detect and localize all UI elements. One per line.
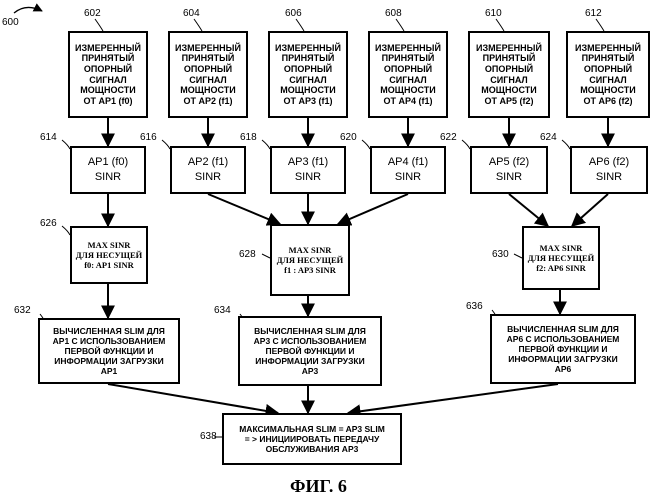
leader-624 <box>562 140 570 149</box>
signal-box-ap6: ИЗМЕРЕННЫЙ ПРИНЯТЫЙ ОПОРНЫЙ СИГНАЛ МОЩНО… <box>566 31 650 118</box>
signal-box-ap3: ИЗМЕРЕННЫЙ ПРИНЯТЫЙ ОПОРНЫЙ СИГНАЛ МОЩНО… <box>268 31 348 118</box>
max-sinr-box-f2: MAX SINR ДЛЯ НЕСУЩЕЙ f2: AP6 SINR <box>522 226 600 290</box>
figure-label: ФИГ. 6 <box>290 476 347 497</box>
max-sinr-box-f0: MAX SINR ДЛЯ НЕСУЩЕЙ f0: AP1 SINR <box>70 226 148 284</box>
arrow-622-630 <box>509 194 548 226</box>
leader-608 <box>396 19 404 31</box>
arrow-616-628 <box>208 194 280 224</box>
leader-606 <box>296 19 304 31</box>
slim-box-ap6: ВЫЧИСЛЕННАЯ SLIM ДЛЯ AP6 С ИСПОЛЬЗОВАНИЕ… <box>490 314 636 384</box>
ref-634: 634 <box>214 305 231 316</box>
leader-612 <box>596 19 604 31</box>
leader-620 <box>362 140 370 149</box>
ref-606: 606 <box>285 8 302 19</box>
leader-628 <box>262 254 270 258</box>
ref-622: 622 <box>440 132 457 143</box>
ref-610: 610 <box>485 8 502 19</box>
ref-604: 604 <box>183 8 200 19</box>
diagram-ref-arrow <box>14 7 42 13</box>
arrow-624-630 <box>572 194 608 226</box>
ref-636: 636 <box>466 301 483 312</box>
leader-614 <box>62 140 70 149</box>
arrow-636-638 <box>348 384 558 413</box>
ref-618: 618 <box>240 132 257 143</box>
slim-box-ap1: ВЫЧИСЛЕННАЯ SLIM ДЛЯ AP1 С ИСПОЛЬЗОВАНИЕ… <box>38 318 180 384</box>
signal-box-ap4: ИЗМЕРЕННЫЙ ПРИНЯТЫЙ ОПОРНЫЙ СИГНАЛ МОЩНО… <box>368 31 448 118</box>
leader-602 <box>95 19 103 31</box>
sinr-box-ap2: AP2 (f1) SINR <box>170 146 246 194</box>
final-decision-box: МАКСИМАЛЬНАЯ SLIM = AP3 SLIM = > ИНИЦИИР… <box>222 413 402 465</box>
sinr-box-ap4: AP4 (f1) SINR <box>370 146 446 194</box>
leader-604 <box>194 19 202 31</box>
sinr-box-ap6: AP6 (f2) SINR <box>570 146 648 194</box>
ref-608: 608 <box>385 8 402 19</box>
leader-626 <box>62 226 70 235</box>
ref-612: 612 <box>585 8 602 19</box>
diagram-ref-number: 600 <box>2 17 19 28</box>
ref-628: 628 <box>239 249 256 260</box>
leader-610 <box>496 19 504 31</box>
max-sinr-box-f1: MAX SINR ДЛЯ НЕСУЩЕЙ f1 : AP3 SINR <box>270 224 350 296</box>
signal-box-ap2: ИЗМЕРЕННЫЙ ПРИНЯТЫЙ ОПОРНЫЙ СИГНАЛ МОЩНО… <box>168 31 248 118</box>
sinr-box-ap5: AP5 (f2) SINR <box>470 146 548 194</box>
arrow-620-628 <box>338 194 408 224</box>
ref-638: 638 <box>200 431 217 442</box>
ref-626: 626 <box>40 218 57 229</box>
slim-box-ap3: ВЫЧИСЛЕННАЯ SLIM ДЛЯ AP3 С ИСПОЛЬЗОВАНИЕ… <box>238 316 382 386</box>
signal-box-ap1: ИЗМЕРЕННЫЙ ПРИНЯТЫЙ ОПОРНЫЙ СИГНАЛ МОЩНО… <box>68 31 148 118</box>
leader-630 <box>514 254 522 258</box>
ref-630: 630 <box>492 249 509 260</box>
ref-614: 614 <box>40 132 57 143</box>
sinr-box-ap1: AP1 (f0) SINR <box>70 146 146 194</box>
ref-632: 632 <box>14 305 31 316</box>
arrow-632-638 <box>108 384 278 413</box>
ref-620: 620 <box>340 132 357 143</box>
leader-616 <box>162 140 170 149</box>
signal-box-ap5: ИЗМЕРЕННЫЙ ПРИНЯТЫЙ ОПОРНЫЙ СИГНАЛ МОЩНО… <box>468 31 550 118</box>
ref-624: 624 <box>540 132 557 143</box>
ref-616: 616 <box>140 132 157 143</box>
ref-602: 602 <box>84 8 101 19</box>
leader-618 <box>262 140 270 149</box>
sinr-box-ap3: AP3 (f1) SINR <box>270 146 346 194</box>
leader-622 <box>462 140 470 149</box>
